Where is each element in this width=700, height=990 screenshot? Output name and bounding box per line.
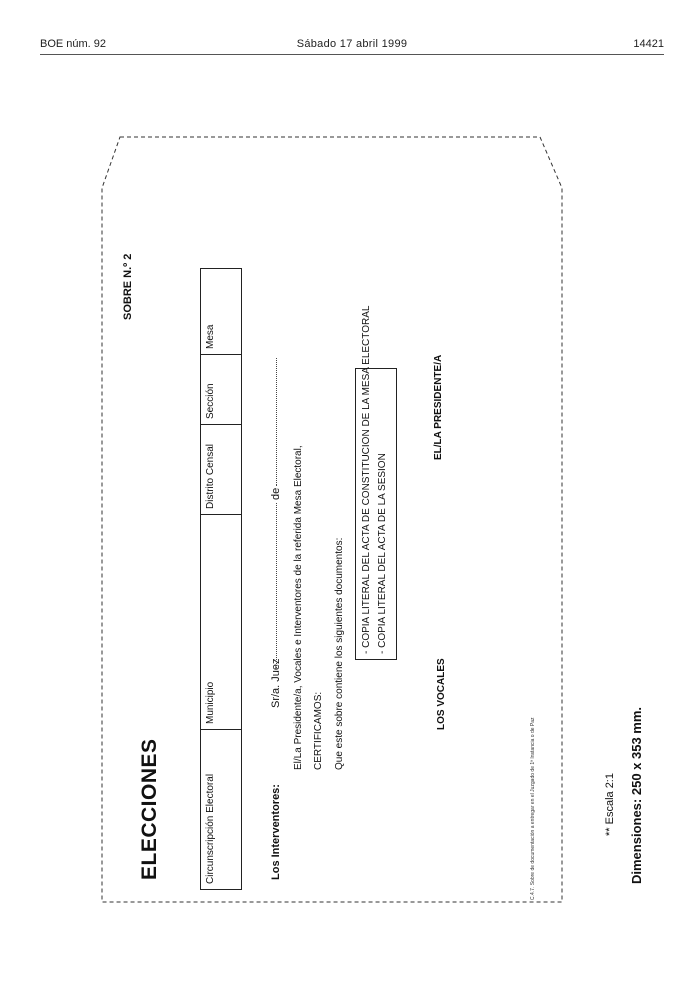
interventores-label: Los Interventores: bbox=[270, 784, 282, 880]
dimensions-note: Dimensiones: 250 x 353 mm. bbox=[629, 706, 644, 884]
scale-note: ** Escala 2:1 bbox=[604, 773, 616, 836]
form-title: ELECCIONES bbox=[138, 738, 161, 880]
bulletin-date: Sábado 17 abril 1999 bbox=[296, 38, 408, 50]
header-table: Circunscripción Electoral Municipio Dist… bbox=[200, 268, 242, 890]
document-item: - COPIA LITERAL DEL ACTA DE CONSTITUCION… bbox=[361, 305, 372, 654]
que-sobre-statement: Que este sobre contiene los siguientes d… bbox=[334, 537, 345, 770]
rotated-form: SOBRE N.º 2 ELECCIONES Circunscripción E… bbox=[120, 200, 560, 900]
vocales-signature-label: LOS VOCALES bbox=[436, 658, 447, 730]
de-label: de bbox=[270, 487, 282, 500]
page-header: BOE núm. 92 Sábado 17 abril 1999 14421 bbox=[40, 38, 664, 55]
juez-dotted-line bbox=[276, 503, 277, 668]
table-header-seccion: Sección bbox=[201, 354, 241, 424]
table-header-circunscripcion: Circunscripción Electoral bbox=[201, 729, 241, 889]
presidente-statement: El/La Presidente/a, Vocales e Intervento… bbox=[293, 445, 304, 770]
table-header-distrito: Distrito Censal bbox=[201, 424, 241, 514]
page-number: 14421 bbox=[633, 38, 664, 50]
table-header-mesa: Mesa bbox=[205, 324, 216, 349]
documents-box: - COPIA LITERAL DEL ACTA DE CONSTITUCION… bbox=[355, 305, 397, 660]
bulletin-number: BOE núm. 92 bbox=[40, 38, 107, 50]
sobre-label: SOBRE N.º 2 bbox=[122, 253, 134, 320]
table-header-municipio: Municipio bbox=[201, 514, 241, 729]
document-item: - COPIA LITERAL DEL ACTA DE LA SESION bbox=[377, 453, 388, 654]
place-dotted-line bbox=[276, 358, 277, 486]
presidente-signature-label: EL/LA PRESIDENTE/A bbox=[433, 354, 444, 460]
form-footnote: C.4.7. Sobre de documentación a entregar… bbox=[530, 717, 536, 900]
certificamos-label: CERTIFICAMOS: bbox=[313, 691, 324, 770]
